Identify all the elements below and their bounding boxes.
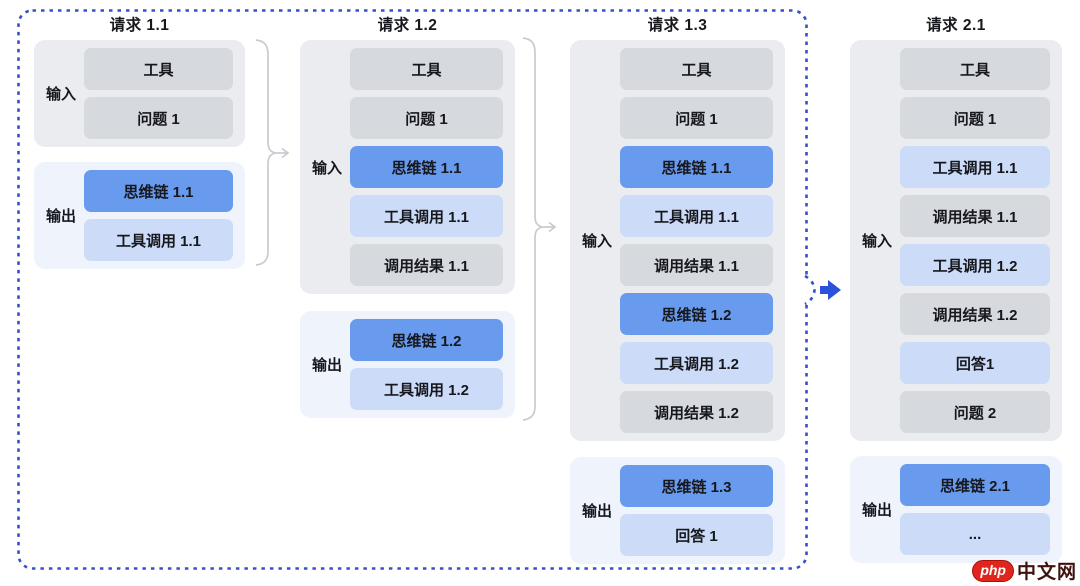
input-items: 工具问题 1: [84, 48, 233, 139]
diagram-box: 思维链 1.1: [350, 146, 503, 188]
input-label: 输入: [581, 233, 612, 250]
diagram-box: 问题 1: [620, 97, 773, 139]
output-items: 思维链 1.3 回答 1: [620, 465, 773, 556]
watermark-logo: php 中文网: [972, 557, 1077, 584]
diagram-box: 工具调用 1.2: [620, 342, 773, 384]
diagram-box: ...: [900, 513, 1050, 555]
output-items: 思维链 2.1...: [900, 464, 1050, 555]
request-column-1-3: 请求 1.3 输入 工具问题 1 思维链 1.1 工具调用 1.1 调用结果 1.1 思…: [570, 0, 785, 586]
diagram-box: 工具: [84, 48, 233, 90]
input-group: 输入 工具问题 1: [34, 40, 245, 147]
output-group: 输出 思维链 2.1...: [850, 456, 1062, 563]
diagram-box: 回答 1: [620, 514, 773, 556]
diagram-box: 思维链 1.2: [350, 319, 503, 361]
diagram-box: 调用结果 1.1: [620, 244, 773, 286]
diagram-box: 调用结果 1.2: [620, 391, 773, 433]
php-badge: php: [972, 559, 1014, 582]
diagram-box: 工具: [900, 48, 1050, 90]
output-group: 输出 思维链 1.1 工具调用 1.1: [34, 162, 245, 269]
diagram-box: 调用结果 1.2: [900, 293, 1050, 335]
output-group: 输出 思维链 1.2 工具调用 1.2: [300, 311, 515, 418]
diagram-box: 问题 1: [84, 97, 233, 139]
column-title: 请求 1.3: [647, 17, 708, 34]
output-label: 输出: [311, 357, 342, 374]
diagram-box: 回答1: [900, 342, 1050, 384]
diagram-box: 工具调用 1.2: [900, 244, 1050, 286]
input-items: 工具问题 1 思维链 1.1 工具调用 1.1 调用结果 1.1 思维链 1.2 工具调用…: [620, 48, 773, 433]
request-column-1-1: 请求 1.1 输入 工具问题 1 输出 思维链 1.1 工具调用 1.1: [34, 0, 245, 586]
diagram-box: 工具调用 1.2: [350, 368, 503, 410]
output-group: 输出 思维链 1.3 回答 1: [570, 457, 785, 564]
diagram-box: 问题 2: [900, 391, 1050, 433]
diagram-box: 调用结果 1.1: [900, 195, 1050, 237]
border-gap: [799, 278, 810, 302]
site-name: 中文网: [1016, 562, 1077, 583]
column-title: 请求 1.2: [377, 17, 438, 34]
input-label: 输入: [311, 159, 342, 177]
diagram-box: 工具调用 1.1: [84, 219, 233, 261]
diagram-box: 工具: [620, 48, 773, 90]
diagram-box: 工具: [350, 48, 503, 90]
input-items: 工具问题 1 思维链 1.1 工具调用 1.1 调用结果 1.1: [350, 48, 503, 286]
diagram-box: 思维链 2.1: [900, 464, 1050, 506]
output-label: 输出: [45, 208, 76, 225]
input-group: 输入 工具问题 1 工具调用 1.1 调用结果 1.1 工具调用 1.2 调用结果 1.…: [850, 40, 1062, 441]
output-items: 思维链 1.1 工具调用 1.1: [84, 170, 233, 261]
diagram-box: 工具调用 1.1: [900, 146, 1050, 188]
diagram-box: 问题 1: [350, 97, 503, 139]
diagram-box: 思维链 1.1: [620, 146, 773, 188]
request-column-2-1: 请求 2.1 输入 工具问题 1 工具调用 1.1 调用结果 1.1 工具调用 1.2…: [850, 0, 1062, 586]
diagram-box: 问题 1: [900, 97, 1050, 139]
input-group: 输入 工具问题 1 思维链 1.1 工具调用 1.1 调用结果 1.1: [300, 40, 515, 294]
diagram-box: 工具调用 1.1: [620, 195, 773, 237]
output-label: 输出: [581, 503, 612, 520]
brace-arrow-icon: [522, 37, 557, 421]
diagram-box: 思维链 1.3: [620, 465, 773, 507]
input-label: 输入: [45, 86, 76, 103]
diagram-box: 思维链 1.2: [620, 293, 773, 335]
diagram-box: 思维链 1.1: [84, 170, 233, 212]
column-title: 请求 1.1: [109, 17, 170, 34]
boundary-bump-icon: [804, 274, 816, 306]
input-label: 输入: [861, 233, 892, 250]
column-title: 请求 2.1: [926, 17, 986, 34]
brace-arrow-icon: [255, 39, 290, 266]
flow-arrow-icon: [820, 280, 841, 300]
input-items: 工具问题 1 工具调用 1.1 调用结果 1.1 工具调用 1.2 调用结果 1.2 回答…: [900, 48, 1050, 433]
output-label: 输出: [861, 502, 892, 519]
diagram-box: 工具调用 1.1: [350, 195, 503, 237]
diagram-box: 调用结果 1.1: [350, 244, 503, 286]
output-items: 思维链 1.2 工具调用 1.2: [350, 319, 503, 410]
